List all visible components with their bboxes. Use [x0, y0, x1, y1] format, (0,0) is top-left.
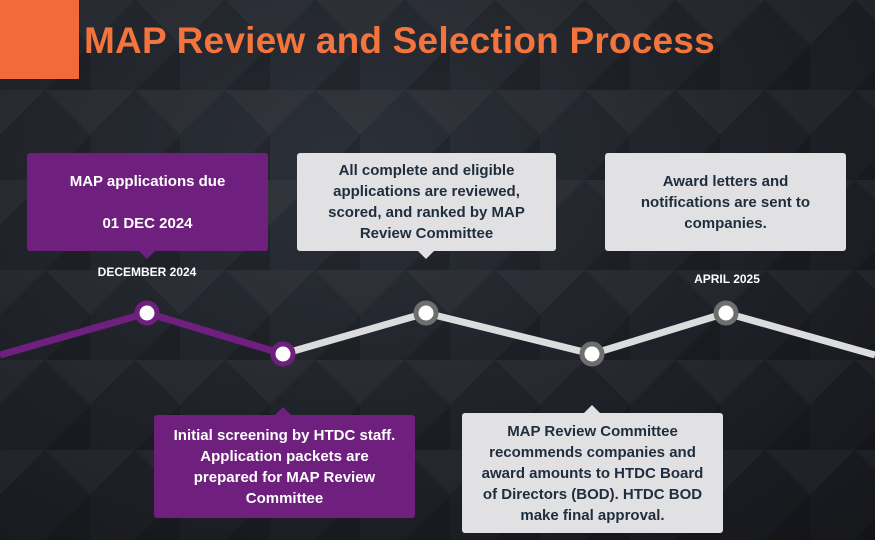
milestone-2-pointer	[275, 407, 291, 415]
milestone-box-initial-screening: Initial screening by HTDC staff. Applica…	[154, 415, 415, 518]
milestone-3-text: All complete and eligible applications a…	[328, 162, 525, 242]
milestone-4-pointer	[584, 405, 600, 413]
milestone-1-pointer	[139, 251, 155, 259]
milestone-5-text: Award letters and notifications are sent…	[640, 172, 811, 232]
milestone-1-line-1: MAP applications due	[69, 172, 226, 190]
timeline-node-3	[413, 300, 439, 326]
timeline-node-2	[270, 341, 296, 367]
milestone-box-award-letters: Award letters and notifications are sent…	[605, 153, 846, 251]
timeline-segment-gray	[282, 309, 875, 359]
milestone-box-review-scoring: All complete and eligible applications a…	[297, 153, 556, 251]
date-label-april-2025: APRIL 2025	[694, 272, 760, 286]
milestone-3-pointer	[418, 251, 434, 259]
milestone-box-recommendation-approval: MAP Review Committee recommends companie…	[462, 413, 723, 533]
page-title: MAP Review and Selection Process	[84, 20, 715, 61]
timeline-node-1	[134, 300, 160, 326]
milestone-box-applications-due: MAP applications due 01 DEC 2024	[27, 153, 268, 251]
milestone-2-text: Initial screening by HTDC staff. Applica…	[173, 426, 396, 507]
timeline-node-4	[579, 341, 605, 367]
date-label-december-2024: DECEMBER 2024	[97, 265, 197, 279]
accent-square	[0, 0, 79, 79]
milestone-1-line-2: 01 DEC 2024	[102, 214, 193, 232]
milestone-4-text: MAP Review Committee recommends companie…	[481, 422, 704, 524]
timeline-node-5	[713, 300, 739, 326]
